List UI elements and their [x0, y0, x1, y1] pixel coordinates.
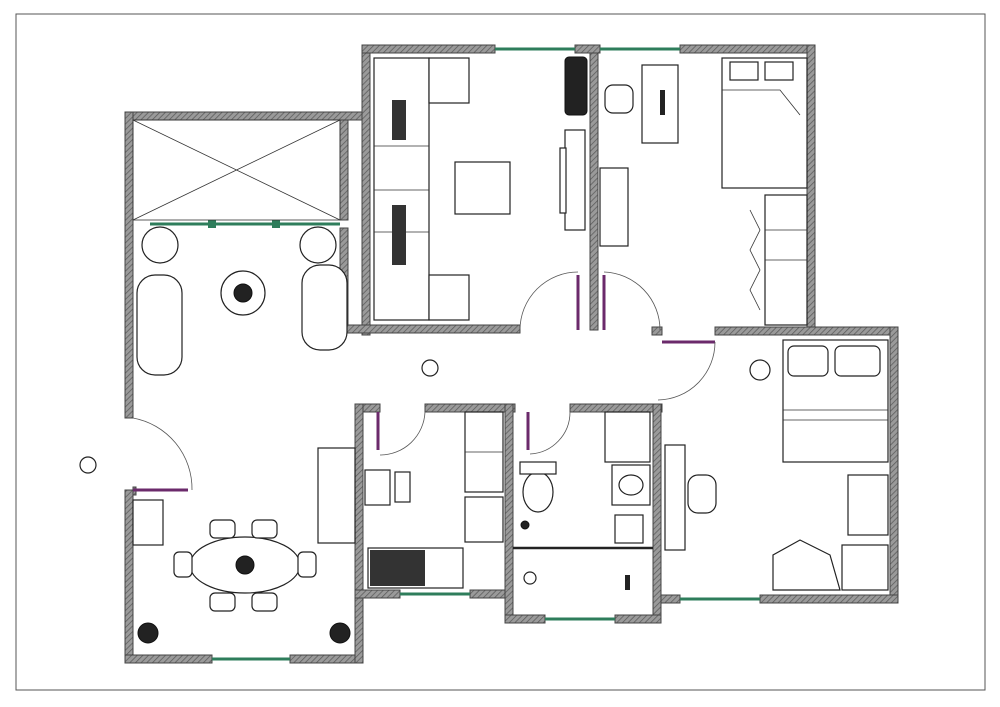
entrance-lounge	[79, 226, 439, 474]
bathroom	[513, 411, 653, 590]
walls	[124, 44, 899, 664]
person-icon	[421, 359, 439, 377]
doors	[132, 271, 716, 492]
page-frame	[15, 13, 986, 691]
bedroom-1	[721, 57, 808, 326]
windows	[150, 47, 760, 661]
person-icon	[79, 456, 97, 474]
living-room	[373, 56, 588, 321]
patio	[132, 119, 341, 221]
bedroom-2	[749, 339, 889, 591]
office	[599, 64, 679, 247]
dining-room	[132, 444, 717, 644]
kitchen	[317, 411, 504, 589]
